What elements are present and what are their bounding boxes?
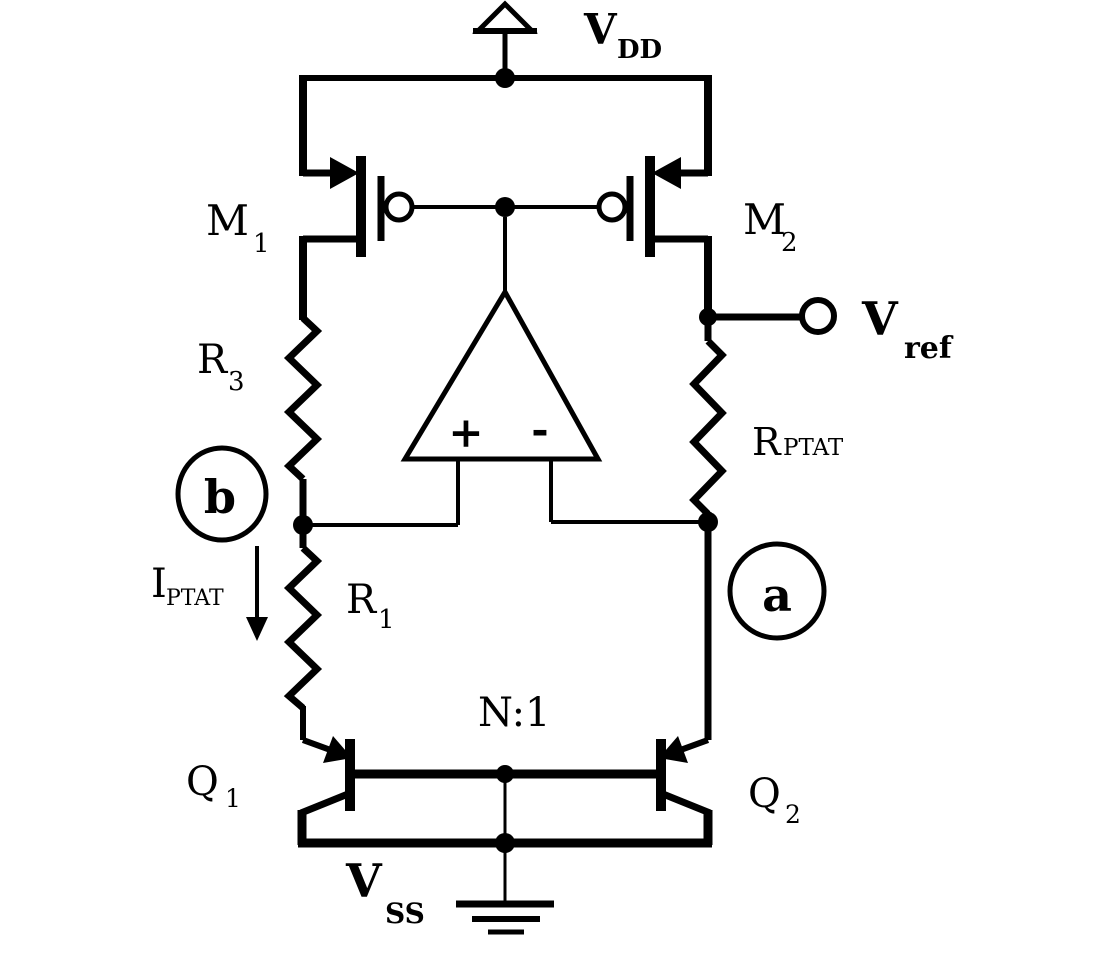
ground-symbol: [456, 843, 554, 935]
q2-label: Q 2: [748, 771, 801, 829]
r3-resistor: [283, 315, 323, 527]
junction-dot: [495, 68, 515, 88]
vdd-symbol: [471, 0, 539, 88]
node-a-circle: a: [727, 541, 827, 641]
q1-transistor: [297, 736, 355, 845]
iptat-label: I PTAT: [151, 561, 224, 611]
r3-label: R 3: [197, 337, 245, 397]
vref-label: V ref: [861, 292, 954, 366]
q2-transistor: [656, 520, 713, 845]
m1-source-arrow: [330, 157, 359, 189]
r1-label: R 1: [346, 577, 395, 635]
r1-resistor: [283, 525, 323, 740]
rptat-resistor: [689, 308, 727, 524]
opamp-body: [400, 287, 603, 462]
q1-emitter-arrow: [323, 736, 352, 763]
iptat-arrow: [246, 546, 268, 641]
vref-terminal-circle: [799, 297, 837, 335]
node-b-letter: b: [204, 470, 236, 524]
vss-label: V SS: [345, 854, 425, 930]
m2-source-arrow: [652, 157, 681, 189]
vdd-label: V DD: [583, 5, 662, 65]
q1-label: Q 1: [186, 759, 241, 813]
m1-gate-bubble: [383, 191, 415, 223]
base-rail: [353, 765, 658, 843]
gate-wire: [412, 197, 599, 217]
opamp: + -: [400, 217, 603, 525]
m1-transistor: [299, 75, 415, 320]
opamp-plus-sign: +: [448, 408, 483, 457]
node-b-circle: b: [175, 445, 269, 543]
m2-label: M 2: [743, 195, 798, 258]
m2-transistor: [596, 75, 712, 322]
vref-terminal: [710, 297, 837, 335]
m2-gate-bubble: [596, 191, 628, 223]
q2-emitter-arrow: [659, 736, 688, 763]
opamp-minus-sign: -: [531, 405, 548, 454]
node-a-letter: a: [762, 568, 792, 622]
node-b-junction: [293, 515, 458, 535]
m1-label: M 1: [206, 196, 270, 259]
junction-dot: [495, 197, 515, 217]
rptat-label: R PTAT: [752, 420, 844, 464]
node-a-junction: [551, 512, 718, 532]
ratio-label: N:1: [478, 690, 551, 736]
